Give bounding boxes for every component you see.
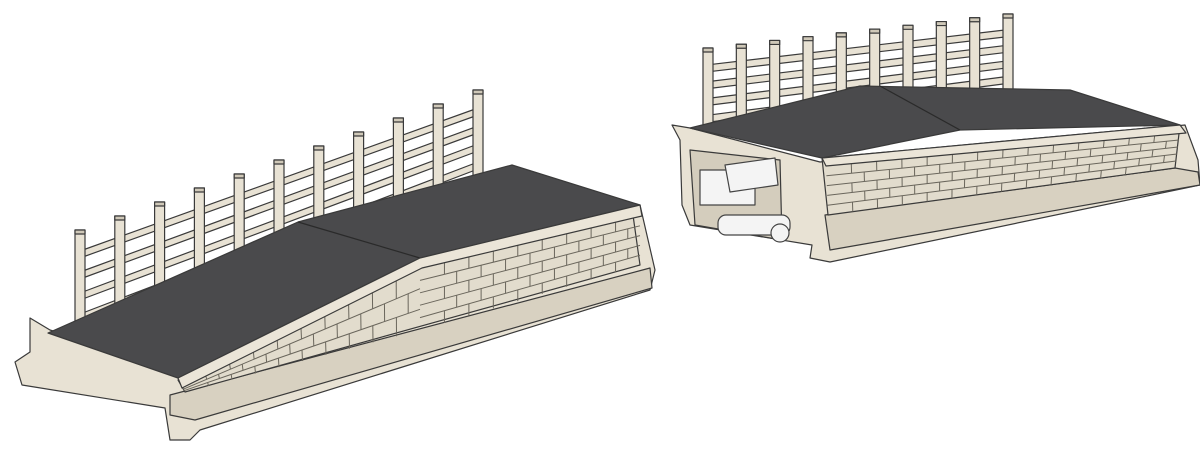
brick-joint xyxy=(301,349,303,362)
fence-post-cap xyxy=(392,117,404,123)
fence-post-cap xyxy=(472,89,484,95)
brick-joint xyxy=(1100,170,1102,179)
fence-post-cap xyxy=(432,103,444,109)
brick-joint xyxy=(1149,164,1152,172)
motor-wheel xyxy=(770,223,790,243)
brick-joint xyxy=(1088,164,1091,173)
brick-joint xyxy=(1139,143,1142,152)
brick-joint xyxy=(1113,161,1116,169)
brick-joint xyxy=(265,354,268,363)
fence-post-cap xyxy=(902,24,914,30)
fence-post-cap xyxy=(802,36,814,42)
brick-joint xyxy=(1051,160,1054,169)
brick-joint xyxy=(1101,155,1104,163)
brick-joint xyxy=(1126,152,1129,160)
brick-joint xyxy=(254,366,256,374)
left-platform-model xyxy=(14,89,656,441)
fence-post-cap xyxy=(702,47,714,53)
motor-bracket xyxy=(724,157,779,193)
brick-joint xyxy=(1063,167,1066,176)
left-coping xyxy=(177,204,643,389)
brick-joint xyxy=(1089,148,1092,157)
brick-joint xyxy=(1164,141,1167,149)
brick-joint xyxy=(241,364,244,371)
right-brick-courses xyxy=(826,135,1180,212)
brick-joint xyxy=(1050,176,1053,185)
brick-joint xyxy=(1052,144,1055,153)
fence-post-cap xyxy=(353,131,365,137)
fence-post-cap xyxy=(769,39,781,46)
brick-joint xyxy=(1064,151,1067,160)
fence-post-cap xyxy=(735,43,747,49)
fence-post xyxy=(1002,13,1014,93)
left-deck-joint xyxy=(297,221,421,259)
fence-post-cap xyxy=(154,201,166,207)
brick-joint xyxy=(1128,137,1130,146)
fence-post-cap xyxy=(193,187,205,193)
right-platform-model xyxy=(671,13,1200,263)
fence-post-cap xyxy=(74,229,86,235)
brick-joint xyxy=(1075,173,1077,182)
brick-joint xyxy=(1138,158,1141,166)
brick-joint xyxy=(1114,146,1117,154)
brick-joint xyxy=(289,344,291,355)
fence-post-cap xyxy=(1002,13,1014,19)
brick-joint xyxy=(1163,155,1166,163)
brick-joint xyxy=(207,382,209,386)
fence-post-cap xyxy=(273,159,285,165)
fence-post xyxy=(969,17,981,98)
fence-post xyxy=(472,89,484,181)
brick-joint xyxy=(276,339,279,350)
brick-joint xyxy=(1153,135,1156,143)
brick-joint xyxy=(218,374,220,379)
brick-joint xyxy=(300,327,302,340)
brick-joint xyxy=(252,351,255,360)
brick-joint xyxy=(229,363,231,370)
brick-joint xyxy=(1076,157,1079,166)
fence-post-cap xyxy=(935,20,947,27)
brick-joint xyxy=(1124,167,1127,175)
motor-mechanism xyxy=(699,157,791,243)
brick-joint xyxy=(1077,142,1080,151)
fence-post-cap xyxy=(869,28,881,34)
fence-post-cap xyxy=(835,32,847,38)
right-coping xyxy=(821,124,1187,167)
right-deck-joint xyxy=(879,85,961,131)
brick-joint xyxy=(230,374,233,380)
left-plinth xyxy=(169,267,653,421)
left-brick-courses xyxy=(182,221,641,392)
fence-post xyxy=(432,103,444,197)
fence-post-cap xyxy=(233,173,245,179)
fence-post-cap xyxy=(969,17,981,23)
brick-joint xyxy=(1102,140,1105,148)
fence-post xyxy=(702,47,714,133)
brick-joint xyxy=(277,358,280,368)
brick-joint xyxy=(1151,149,1154,158)
fence-post-cap xyxy=(114,215,126,221)
fence-post-cap xyxy=(313,145,325,151)
